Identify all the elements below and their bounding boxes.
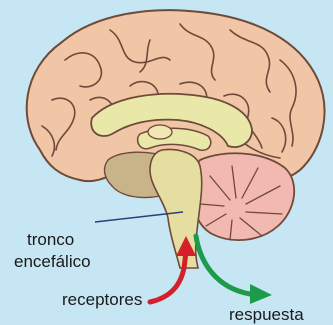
cerebellum — [194, 153, 294, 240]
label-encefalico: encefálico — [14, 252, 91, 272]
respuesta-arrow — [196, 236, 250, 294]
brainstem — [150, 150, 202, 268]
label-respuesta: respuesta — [229, 305, 304, 325]
label-receptores: receptores — [62, 290, 142, 310]
thalamus — [148, 125, 172, 139]
respuesta-arrowhead — [250, 284, 272, 304]
label-tronco: tronco — [27, 230, 74, 250]
